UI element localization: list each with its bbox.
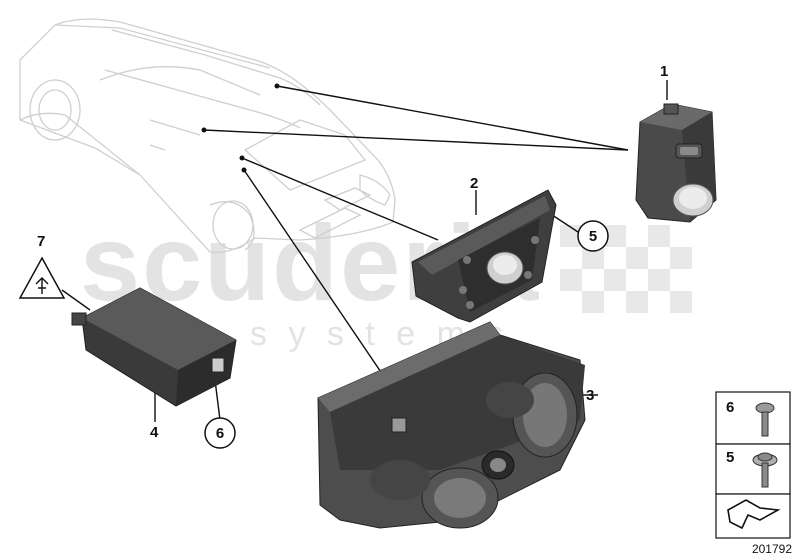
part-2-control-panel — [411, 189, 557, 323]
callout-1-label: 1 — [660, 63, 668, 80]
plug-icon — [35, 277, 49, 294]
part-7-esd-warning — [18, 256, 66, 299]
checkered-flag-watermark — [560, 225, 692, 313]
callout-2-label: 2 — [470, 175, 478, 192]
car-outline — [19, 18, 396, 254]
callout-6-label: 6 — [216, 425, 224, 442]
callout-7-label: 7 — [37, 233, 45, 250]
orientation-arrow-icon — [727, 499, 781, 530]
callout-4: 4 — [150, 424, 159, 441]
callout-3: 3 — [586, 387, 594, 404]
callout-4-label: 4 — [150, 424, 159, 441]
diagram-id: 201792 — [752, 542, 792, 556]
callout-5-circle: 5 — [577, 220, 609, 252]
part-4-control-unit — [71, 287, 237, 407]
callout-2: 2 — [470, 175, 478, 192]
callout-6-circle: 6 — [204, 417, 236, 449]
part-3-vent-assembly — [317, 321, 586, 529]
leader-lines — [61, 80, 668, 422]
callout-5-label: 5 — [589, 228, 597, 245]
legend-item-6-label: 6 — [726, 399, 734, 416]
callout-7: 7 — [37, 233, 45, 250]
part-1-switch-module — [635, 103, 717, 223]
leader-dots — [201, 83, 280, 173]
screw-5-icon — [752, 452, 778, 488]
screw-6-icon — [755, 402, 775, 437]
legend-item-5-label: 5 — [726, 449, 734, 466]
fastener-legend: 6 5 — [715, 391, 791, 539]
callout-3-label: 3 — [586, 387, 594, 404]
callout-1: 1 — [660, 63, 668, 80]
